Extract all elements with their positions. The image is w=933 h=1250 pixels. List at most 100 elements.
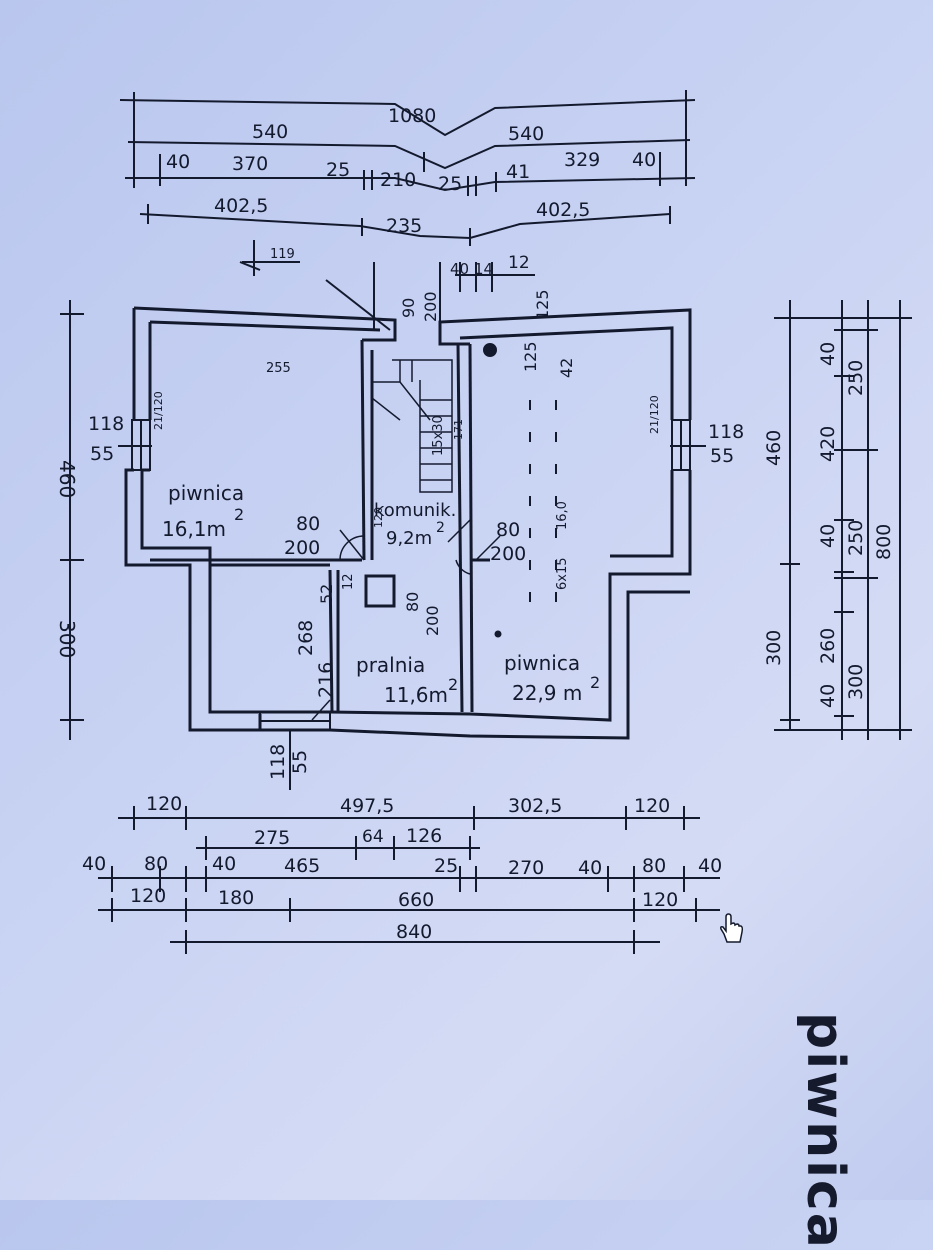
- dim-interior-125b: 125: [521, 341, 540, 372]
- sheet-title: piwnica: [795, 1012, 855, 1250]
- dim-bot2-0: 275: [254, 827, 290, 849]
- dim-door-p-w: 80: [403, 592, 422, 612]
- hand-cursor-icon: [720, 913, 744, 943]
- dim-bot4-3: 120: [642, 889, 678, 911]
- dim-bot1-0: 120: [146, 793, 182, 815]
- dim-top-half-left: 540: [252, 121, 288, 143]
- dim-bot2-1: 64: [362, 827, 384, 847]
- dim-bot3-0: 40: [82, 853, 106, 875]
- dim-bot1-1: 497,5: [340, 795, 394, 817]
- windows: [118, 419, 706, 790]
- dim-right3-250b: 250: [845, 520, 867, 556]
- dim-bot1-3: 120: [634, 795, 670, 817]
- window-left-width: 118: [88, 413, 124, 435]
- dim-interior-268: 268: [295, 620, 317, 656]
- dim-right-460: 460: [763, 430, 785, 466]
- dashed-beam-line: [529, 400, 557, 620]
- dim-interior-52: 52: [317, 584, 336, 604]
- room-pralnia-area: 11,6m: [384, 683, 448, 707]
- dim-callout-12: 12: [508, 253, 530, 273]
- dim-right2-40a: 40: [817, 342, 839, 366]
- left-vertical-dimension: [60, 300, 84, 740]
- dim-bot3-6: 40: [578, 857, 602, 879]
- room-komunik-area: 9,2m: [386, 528, 432, 549]
- dim-right3-300: 300: [845, 664, 867, 700]
- right-vertical-dimensions: [774, 300, 912, 740]
- dim-left-460: 460: [55, 460, 79, 498]
- dim-interior-12: 12: [341, 573, 356, 590]
- dim-interior-6x15: 6x15: [555, 557, 570, 590]
- dim-top-r3-1: 370: [232, 153, 268, 175]
- dim-top-r3-6: 329: [564, 149, 600, 171]
- dim-interior-216: 216: [315, 662, 337, 698]
- dim-bot3-1: 80: [144, 853, 168, 875]
- dim-bot4-2: 660: [398, 889, 434, 911]
- dim-top-r4-1: 235: [386, 215, 422, 237]
- dim-interior-200: 200: [421, 291, 440, 322]
- dim-callout-119: 119: [270, 247, 295, 262]
- dim-top-r3-5: 41: [506, 161, 530, 183]
- staircase: [371, 359, 453, 493]
- window-right-tag: 21/120: [648, 395, 661, 434]
- dim-top-r3-2: 25: [326, 159, 350, 181]
- room-pralnia-sup: 2: [448, 675, 458, 694]
- dim-interior-125a: 125: [533, 289, 552, 320]
- dim-door-r-w: 80: [496, 519, 520, 541]
- dim-door-r-h: 200: [490, 543, 526, 565]
- window-right-height: 55: [710, 445, 734, 467]
- dim-top-r3-7: 40: [632, 149, 656, 171]
- dim-top-r3-3: 210: [380, 169, 416, 191]
- room-piwnica-right-name: piwnica: [504, 651, 580, 675]
- dim-top-r3-0: 40: [166, 151, 190, 173]
- exterior-walls: [124, 306, 692, 740]
- floor-plan-drawing: 1080 540 540 40 370 25 210 25 41 329 40 …: [55, 90, 912, 954]
- dim-bot3-5: 270: [508, 857, 544, 879]
- dim-right2-420: 420: [817, 426, 839, 462]
- dim-stair-treads: 15x30: [431, 415, 446, 456]
- dim-bot4-1: 180: [218, 887, 254, 909]
- dim-interior-255: 255: [266, 361, 291, 376]
- window-left-tag: 21/120: [152, 391, 165, 430]
- dim-top-r4-0: 402,5: [214, 195, 268, 217]
- dim-right2-40c: 40: [817, 684, 839, 708]
- room-piwnica-left-name: piwnica: [168, 481, 244, 505]
- dim-bot3-3: 465: [284, 855, 320, 877]
- bottom-dimension-chains: [98, 806, 720, 954]
- dim-bot3-2: 40: [212, 853, 236, 875]
- dim-interior-16: 16,0: [555, 501, 570, 530]
- window-bottom-height: 55: [289, 750, 311, 774]
- dim-right3-250a: 250: [845, 360, 867, 396]
- dim-callout-14: 14: [474, 260, 493, 278]
- dim-right-300: 300: [763, 630, 785, 666]
- dim-stair-171: 171: [452, 419, 465, 440]
- dim-bot3-4: 25: [434, 855, 458, 877]
- window-right-width: 118: [708, 421, 744, 443]
- top-dimension-chains: [119, 90, 696, 246]
- dim-interior-120: 120: [372, 507, 385, 528]
- interior-walls: [150, 339, 490, 713]
- dim-door-p-h: 200: [423, 605, 442, 636]
- room-komunik-name: komunik.: [374, 500, 456, 521]
- window-bottom-width: 118: [267, 744, 289, 780]
- dim-door-l-h: 200: [284, 537, 320, 559]
- window-left-height: 55: [90, 443, 114, 465]
- dim-top-half-right: 540: [508, 123, 544, 145]
- room-piwnica-right-area: 22,9 m: [512, 681, 582, 705]
- chimney-marker: [483, 343, 497, 357]
- dim-callout-40: 40: [450, 260, 469, 278]
- dim-top-r4-2: 402,5: [536, 199, 590, 221]
- dim-top-r3-4: 25: [438, 173, 462, 195]
- dim-bot2-2: 126: [406, 825, 442, 847]
- dim-top-total: 1080: [388, 105, 436, 127]
- dim-right2-260: 260: [817, 628, 839, 664]
- dim-interior-90: 90: [399, 298, 418, 318]
- door-swings: [311, 519, 501, 721]
- dim-bot-total: 840: [396, 921, 432, 943]
- room-piwnica-left-area: 16,1m: [162, 517, 226, 541]
- room-piwnica-left-sup: 2: [234, 505, 244, 524]
- dim-bot3-8: 40: [698, 855, 722, 877]
- dim-right-total-800: 800: [873, 524, 895, 560]
- dim-door-l-w: 80: [296, 513, 320, 535]
- dim-interior-42: 42: [557, 358, 576, 378]
- room-komunik-sup: 2: [436, 520, 445, 536]
